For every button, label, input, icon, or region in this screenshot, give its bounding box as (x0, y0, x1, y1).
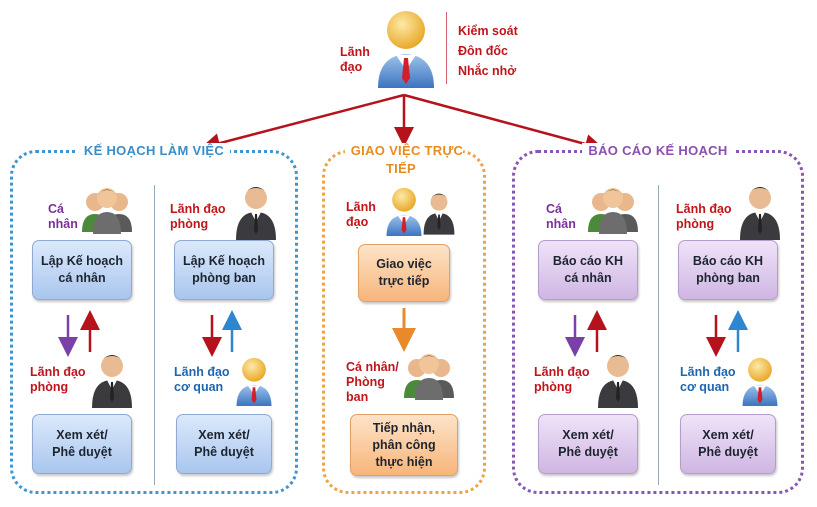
group-people-icon (404, 354, 454, 400)
assign-bottom-label: Cá nhân/ Phòng ban (346, 360, 399, 404)
report-group-title: BÁO CÁO KẾ HOẠCH (582, 143, 734, 158)
plan-right-bottom-box: Xem xét/ Phê duyệt (176, 414, 272, 474)
plan-right-top-box: Lập Kế hoạch phòng ban (174, 240, 274, 300)
plan-group: KẾ HOẠCH LÀM VIỆC (10, 143, 298, 494)
report-left-bottom-box: Xem xét/ Phê duyệt (538, 414, 638, 474)
leader-avatar-icon (378, 11, 434, 88)
arrow-to-plan (200, 93, 405, 153)
report-left-top-box: Báo cáo KH cá nhân (538, 240, 638, 300)
leader-avatar-icon (742, 357, 778, 406)
report-right-top-box: Báo cáo KH phòng ban (678, 240, 778, 300)
assign-bottom-box: Tiếp nhận, phân công thực hiện (350, 414, 458, 476)
report-right-top-label: Lãnh đạo phòng (676, 202, 732, 231)
top-note-1: Kiểm soát (458, 24, 518, 38)
assign-group: GIAO VIỆC TRỰC TIẾP (322, 143, 486, 494)
assign-top-label: Lãnh đạo (346, 200, 376, 229)
top-note-3: Nhắc nhở (458, 64, 517, 78)
manager-icon (236, 187, 276, 240)
manager-icon (92, 355, 132, 408)
report-left-top-label: Cá nhân (546, 202, 576, 231)
manager-icon (598, 355, 638, 408)
report-right-bottom-label: Lãnh đạo cơ quan (680, 365, 736, 394)
plan-left-top-box: Lập Kế hoạch cá nhân (32, 240, 132, 300)
top-divider (446, 12, 447, 84)
group-people-icon (588, 188, 638, 234)
leader-avatar-icon (386, 187, 422, 236)
report-group: BÁO CÁO KẾ HOẠCH (512, 143, 804, 494)
leader-avatar-icon (236, 357, 272, 406)
report-divider (658, 185, 659, 485)
manager-icon (423, 193, 455, 235)
plan-left-bottom-box: Xem xét/ Phê duyệt (32, 414, 132, 474)
plan-right-top-label: Lãnh đạo phòng (170, 202, 226, 231)
plan-group-title: KẾ HOẠCH LÀM VIỆC (77, 143, 231, 158)
plan-left-top-label: Cá nhân (48, 202, 78, 231)
plan-left-bottom-label: Lãnh đạo phòng (30, 365, 86, 394)
plan-right-bottom-label: Lãnh đạo cơ quan (174, 365, 230, 394)
group-people-icon (82, 188, 132, 234)
assign-top-box: Giao việc trực tiếp (358, 244, 450, 302)
arrow-to-report (403, 93, 605, 154)
assign-group-title: GIAO VIỆC TRỰC TIẾP (344, 143, 464, 176)
manager-icon (740, 187, 780, 240)
top-leader-label: Lãnh đạo (340, 45, 370, 74)
report-left-bottom-label: Lãnh đạo phòng (534, 365, 590, 394)
report-right-bottom-box: Xem xét/ Phê duyệt (680, 414, 776, 474)
top-note-2: Đôn đốc (458, 44, 508, 58)
plan-divider (154, 185, 155, 485)
